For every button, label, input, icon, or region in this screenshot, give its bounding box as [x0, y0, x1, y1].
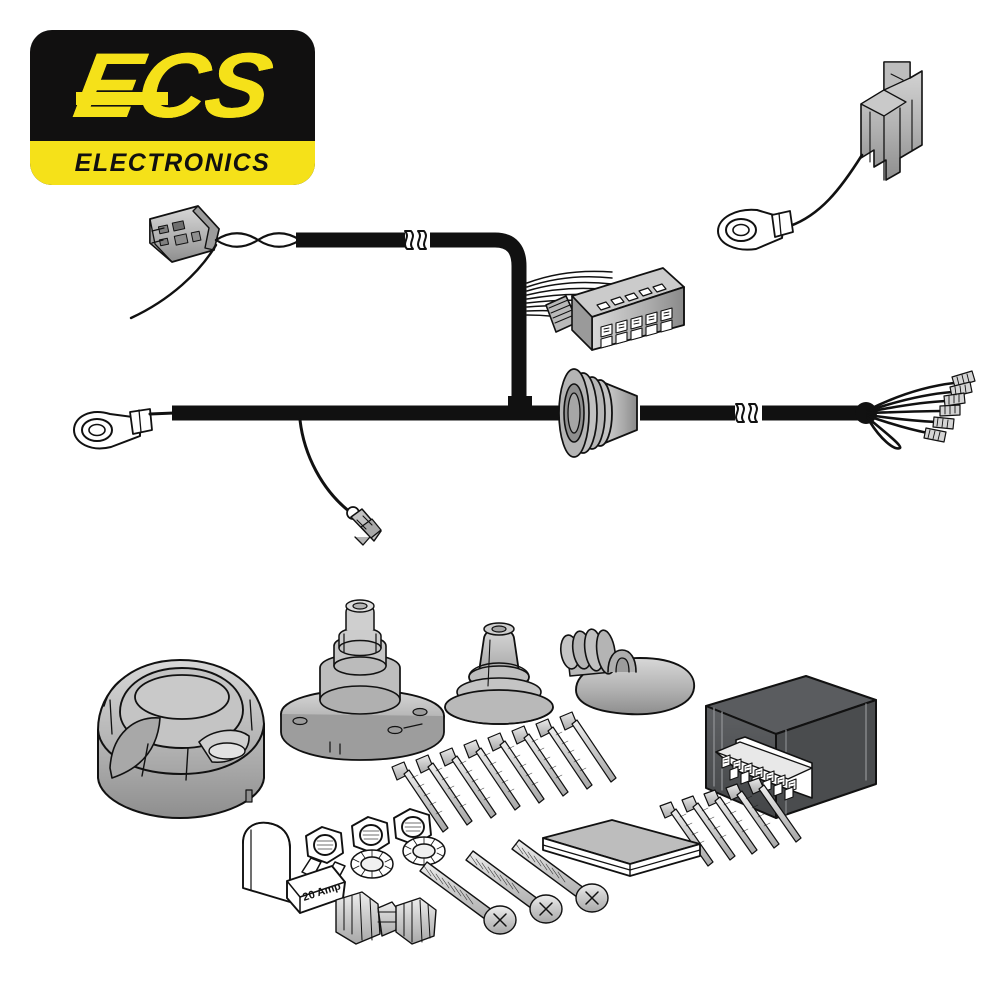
brand-logo: ECS ELECTRONICS [30, 30, 315, 185]
socket-housing [97, 659, 265, 819]
vehicle-connector [149, 205, 220, 263]
logo-tagline: ELECTRONICS [74, 148, 271, 177]
socket-cap [559, 628, 695, 716]
cable-junction [508, 396, 532, 418]
logo-band [30, 141, 315, 185]
harness-grommet [558, 368, 638, 458]
control-module [705, 675, 877, 819]
wire-fan [855, 370, 976, 450]
block-connector-wire [788, 153, 864, 228]
multi-pin-connector [526, 267, 685, 351]
fuse-holder [242, 821, 291, 903]
ring-terminal-right [717, 208, 794, 251]
logo-wordmark-text: ECS [67, 35, 278, 137]
ring-terminal-left [73, 408, 176, 450]
cone-grommet [444, 622, 554, 725]
main-cable [296, 232, 527, 405]
break-mark-lower [735, 403, 758, 423]
twisted-pair [214, 232, 302, 248]
spade-terminal-wire [298, 418, 352, 514]
mounting-pad [542, 819, 701, 877]
block-connector [860, 61, 923, 181]
spade-terminal [346, 506, 382, 546]
serrated-washers [350, 836, 446, 879]
screws [419, 839, 609, 935]
metal-clips [335, 891, 437, 945]
logo-wordmark: ECS [30, 30, 315, 142]
cable-ties [391, 711, 802, 867]
connector-loose-wire [129, 243, 218, 320]
socket-baseplate [280, 599, 445, 761]
break-mark-upper [404, 230, 427, 250]
logo-strike-bar [76, 92, 168, 105]
hex-nuts [305, 808, 432, 864]
